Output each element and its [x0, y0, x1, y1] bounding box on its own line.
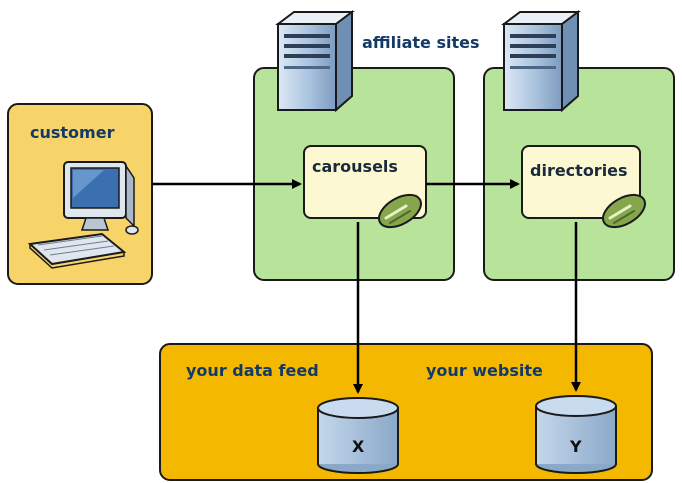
carousels-label: carousels [312, 157, 398, 176]
database-x-label: X [352, 437, 365, 456]
your-data-feed-label: your data feed [186, 361, 319, 380]
database-icon: Y [535, 395, 617, 474]
server-icon [275, 10, 355, 113]
directories-box: directories [521, 145, 641, 219]
computer-icon [27, 161, 139, 269]
flow-arrows [152, 179, 581, 394]
customer-box: customer [7, 103, 153, 285]
affiliate-sites-label: affiliate sites [362, 33, 480, 52]
customer-label: customer [30, 123, 115, 142]
server-icon [501, 10, 581, 113]
your-website-label: your website [426, 361, 543, 380]
database-y-label: Y [569, 437, 582, 456]
database-icon: X [317, 397, 399, 474]
your-site-box: your data feed your website [159, 343, 653, 481]
link-pill-icon [378, 193, 422, 229]
directories-label: directories [530, 161, 628, 180]
link-pill-icon [602, 193, 646, 229]
